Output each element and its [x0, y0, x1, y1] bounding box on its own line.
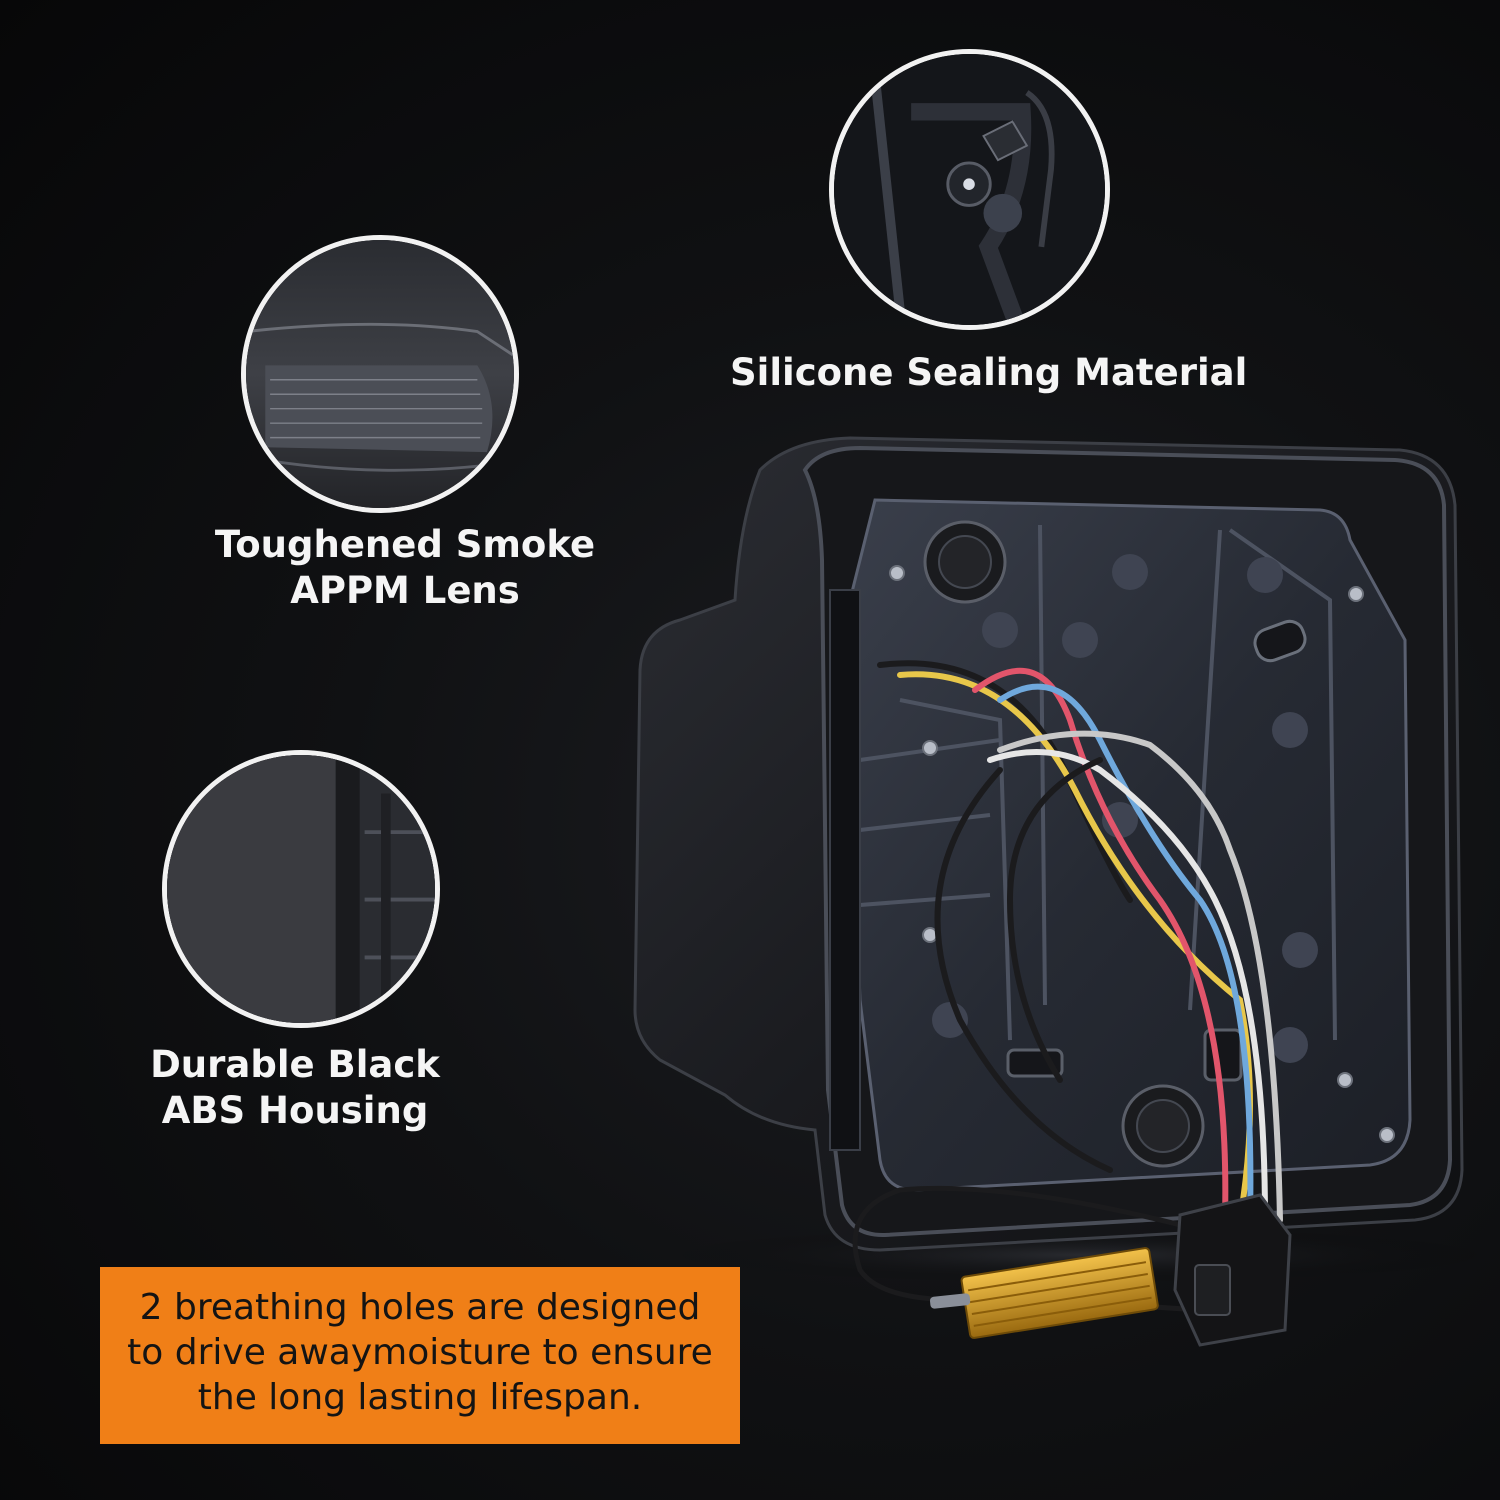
housing-label-line-2: ABS Housing	[161, 1089, 429, 1132]
housing-detail-circle	[162, 750, 440, 1028]
breathing-holes-note: 2 breathing holes are designed to drive …	[100, 1267, 740, 1444]
note-line-1: 2 breathing holes are designed	[139, 1287, 701, 1328]
note-line-2: to drive awaymoisture to ensure	[127, 1332, 713, 1373]
housing-label-line-1: Durable Black	[150, 1043, 440, 1086]
wire-connector-plug	[1173, 1193, 1292, 1347]
lens-detail-circle	[241, 235, 519, 513]
note-line-3: the long lasting lifespan.	[197, 1377, 643, 1418]
lens-label-line-2: APPM Lens	[290, 569, 520, 612]
breather-cap-bottom	[1121, 1084, 1205, 1168]
load-resistor	[960, 1247, 1159, 1339]
seal-detail-circle	[829, 49, 1110, 330]
breather-cap-top	[923, 520, 1007, 604]
seal-label-line-1: Silicone Sealing Material	[730, 351, 1248, 394]
lens-label: Toughened Smoke APPM Lens	[205, 522, 605, 614]
housing-label: Durable Black ABS Housing	[145, 1042, 445, 1134]
inner-housing	[843, 498, 1412, 1192]
seal-label: Silicone Sealing Material	[730, 350, 1248, 396]
lens-label-line-1: Toughened Smoke	[214, 523, 596, 566]
